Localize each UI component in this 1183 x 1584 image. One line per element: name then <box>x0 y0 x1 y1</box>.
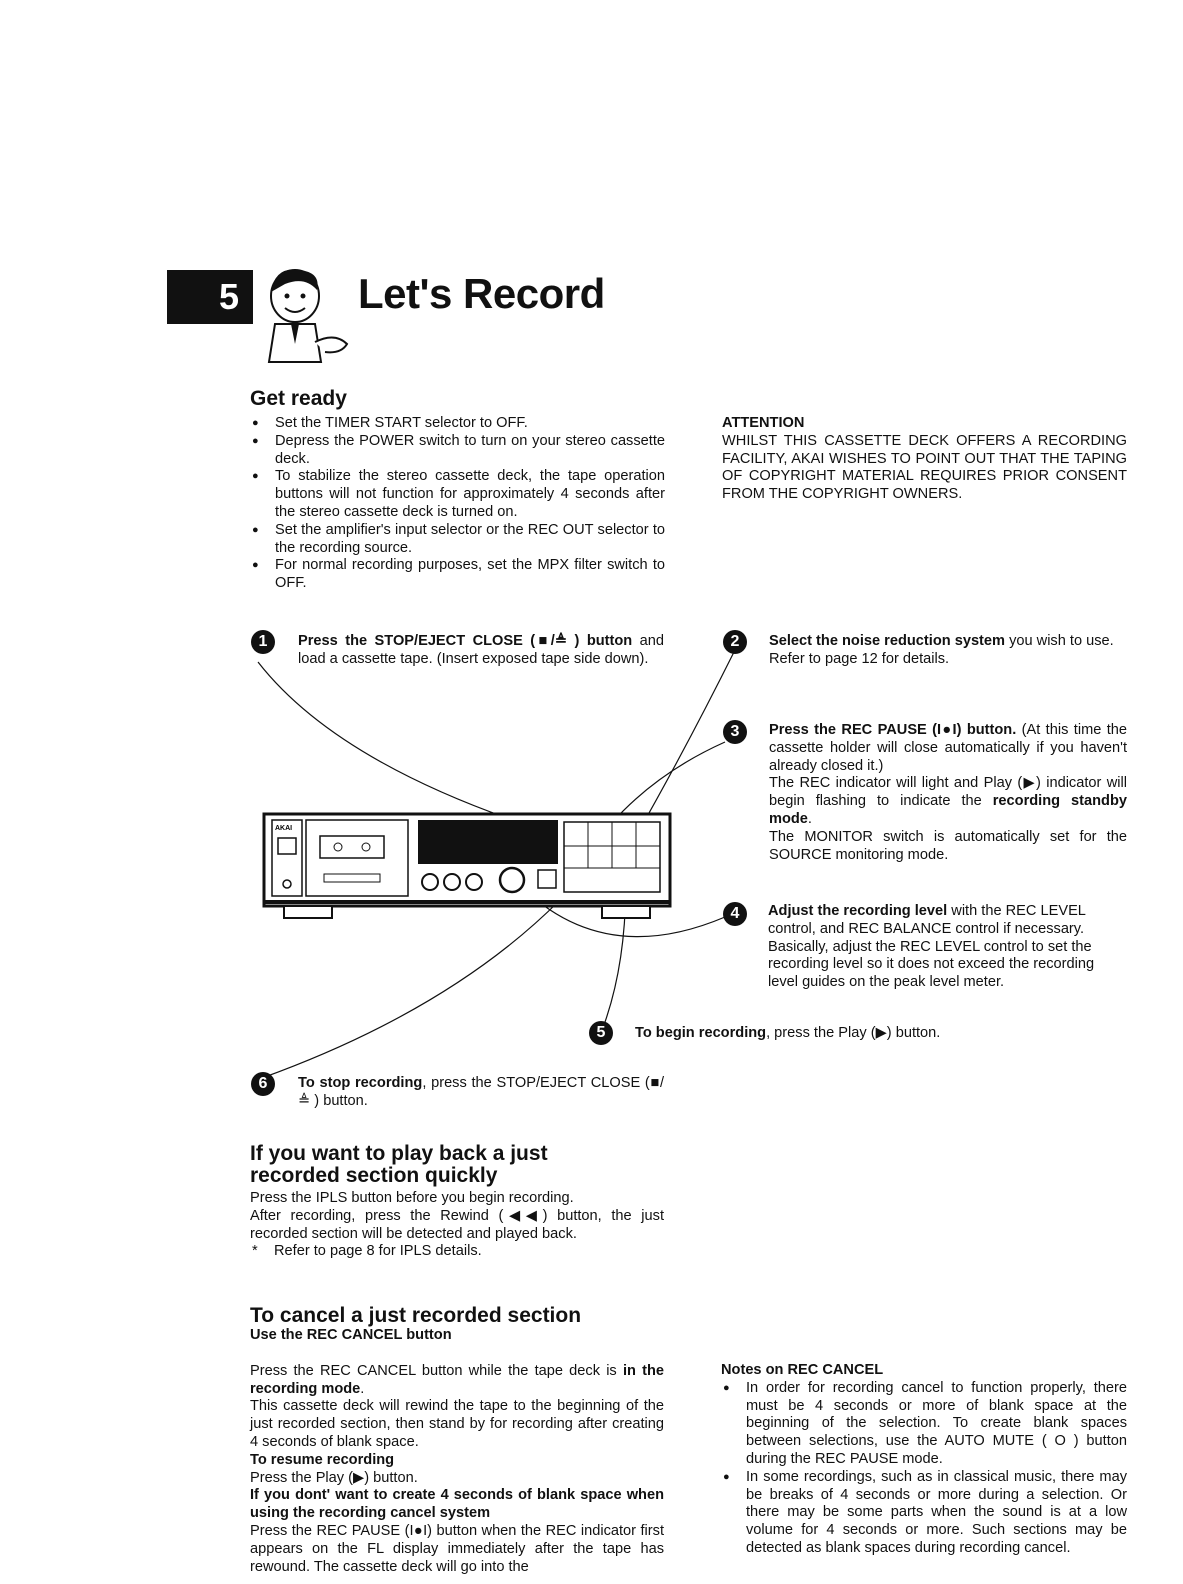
list-item: Set the TIMER START selector to OFF. <box>250 415 665 433</box>
list-item: Depress the POWER switch to turn on your… <box>250 433 665 469</box>
playback-heading: If you want to play back a just recorded… <box>250 1142 548 1187</box>
step-3-monitor-note: The MONITOR switch is automatically set … <box>769 828 1127 863</box>
playback-note-text: Refer to page 8 for IPLS details. <box>274 1243 482 1260</box>
get-ready-heading: Get ready <box>250 387 347 410</box>
noblank-text: Press the REC PAUSE (I●I) button when th… <box>250 1522 664 1575</box>
page-title: Let's Record <box>358 270 605 317</box>
step-6-bold: To stop recording <box>298 1075 423 1091</box>
step-4-extra: Basically, adjust the REC LEVEL control … <box>768 938 1095 991</box>
step-5-number: 5 <box>589 1021 613 1045</box>
attention-heading: ATTENTION <box>722 415 805 431</box>
cancel-p1-bold: in the recording mode <box>250 1362 664 1397</box>
step-4-body: with the REC LEVEL control, and REC BALA… <box>768 903 1086 937</box>
step-3-extra-bold: recording standby mode <box>769 793 1128 827</box>
mascot-illustration <box>267 269 349 363</box>
list-item: In some recordings, such as in classical… <box>721 1469 1127 1558</box>
step-1-text: Press the STOP/EJECT CLOSE (■/≜ ) button… <box>298 633 664 669</box>
notes-heading: Notes on REC CANCEL <box>721 1362 884 1378</box>
step-6-number: 6 <box>251 1072 275 1096</box>
get-ready-section: Get ready Set the TIMER START selector t… <box>250 388 665 593</box>
step-6-body: , press the STOP/EJECT CLOSE (■/≜ ) butt… <box>298 1075 664 1109</box>
cassette-deck-illustration: AKAI <box>262 812 672 919</box>
cancel-p1-end: . <box>360 1380 365 1397</box>
attention-box: ATTENTION WHILST THIS CASSETTE DECK OFFE… <box>722 415 1127 504</box>
playback-section: If you want to play back a just recorded… <box>250 1143 664 1261</box>
deck-brand-label: AKAI <box>275 825 292 832</box>
resume-heading: To resume recording <box>250 1451 395 1468</box>
playback-line-1: Press the IPLS button before you begin r… <box>250 1190 574 1206</box>
step-2-body: you wish to use. <box>1005 633 1114 649</box>
list-item: Set the amplifier's input selector or th… <box>250 522 665 558</box>
section-number-badge: 5 <box>167 270 253 324</box>
step-3-bold: Press the REC PAUSE (I●I) button. <box>769 722 1017 738</box>
step-1-bold: Press the STOP/EJECT CLOSE (■/≜ ) button <box>298 633 633 649</box>
step-4-text: Adjust the recording level with the REC … <box>768 903 1128 992</box>
step-2-text: Select the noise reduction system you wi… <box>769 633 1129 669</box>
step-5-text: To begin recording, press the Play (▶) b… <box>635 1025 1035 1043</box>
step-3-number: 3 <box>723 720 747 744</box>
playback-line-2: After recording, press the Rewind (◀◀) b… <box>250 1207 664 1242</box>
step-2-bold: Select the noise reduction system <box>769 633 1006 649</box>
step-6-text: To stop recording, press the STOP/EJECT … <box>298 1075 664 1111</box>
get-ready-list: Set the TIMER START selector to OFF. Dep… <box>250 415 665 593</box>
step-2-extra: Refer to page 12 for details. <box>769 650 950 667</box>
playback-note: *Refer to page 8 for IPLS details. <box>252 1243 482 1260</box>
list-item: For normal recording purposes, set the M… <box>250 557 665 593</box>
step-3-extra: The REC indicator will light and Play (▶… <box>769 775 1127 810</box>
step-1-body: and load a cassette tape. (Insert expose… <box>298 633 665 667</box>
cancel-p2: This cassette deck will rewind the tape … <box>250 1398 664 1450</box>
step-5-bold: To begin recording <box>635 1025 767 1041</box>
notes-section: Notes on REC CANCEL In order for recordi… <box>721 1362 1127 1558</box>
resume-text: Press the Play (▶) button. <box>250 1469 418 1486</box>
step-4-number: 4 <box>723 902 747 926</box>
step-3-body: (At this time the cassette holder will c… <box>769 722 1128 774</box>
step-3-extra-end: . <box>807 810 812 827</box>
step-1-number: 1 <box>251 630 275 654</box>
cancel-heading: To cancel a just recorded section <box>250 1304 582 1327</box>
step-2-number: 2 <box>723 630 747 654</box>
cancel-section: To cancel a just recorded section Use th… <box>250 1305 664 1576</box>
list-item: In order for recording cancel to functio… <box>721 1380 1127 1469</box>
noblank-heading: If you dont' want to create 4 seconds of… <box>250 1487 664 1522</box>
step-3-text: Press the REC PAUSE (I●I) button. (At th… <box>769 722 1127 864</box>
cancel-subheading: Use the REC CANCEL button <box>250 1327 452 1343</box>
notes-list: In order for recording cancel to functio… <box>721 1380 1127 1558</box>
list-item: To stabilize the stereo cassette deck, t… <box>250 468 665 521</box>
step-5-body: , press the Play (▶) button. <box>766 1025 941 1041</box>
cancel-p1-text: Press the REC CANCEL button while the ta… <box>250 1362 623 1379</box>
attention-text: WHILST THIS CASSETTE DECK OFFERS A RECOR… <box>722 432 1127 503</box>
step-4-bold: Adjust the recording level <box>768 903 948 919</box>
cancel-p1: Press the REC CANCEL button while the ta… <box>250 1363 664 1399</box>
